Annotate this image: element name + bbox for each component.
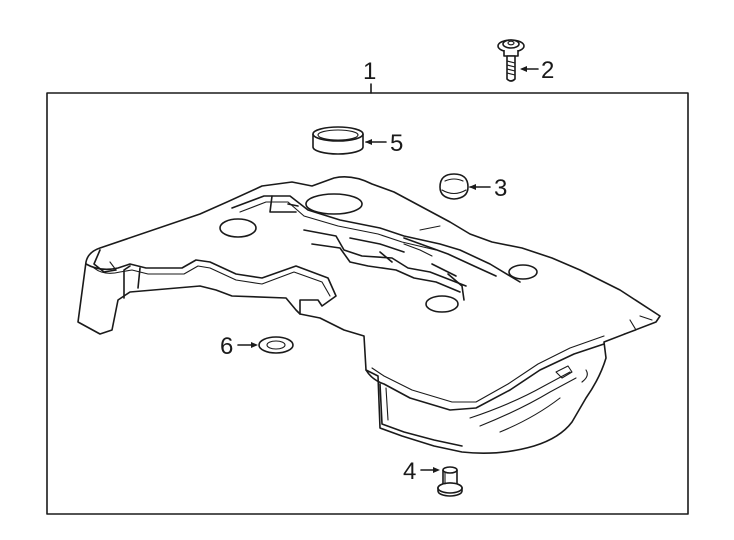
callout-4-arrowhead xyxy=(433,467,440,473)
callout-6-label: 6 xyxy=(220,333,233,360)
grommet-icon[interactable] xyxy=(439,173,469,200)
callout-2-arrowhead xyxy=(520,66,527,72)
callout-2-label: 2 xyxy=(541,57,554,84)
seal-ring-icon[interactable] xyxy=(312,126,364,155)
callout-3-arrowhead xyxy=(469,184,476,190)
callout-2[interactable]: 2 xyxy=(520,57,554,84)
callout-6-arrowhead xyxy=(251,342,258,348)
callout-3[interactable]: 3 xyxy=(469,175,507,202)
callout-1[interactable]: 1 xyxy=(363,58,376,94)
callout-3-label: 3 xyxy=(494,175,507,202)
callout-5-arrowhead xyxy=(365,139,372,145)
callout-5-label: 5 xyxy=(390,130,403,157)
assembly-frame xyxy=(46,92,689,515)
bolt-icon[interactable] xyxy=(497,39,525,82)
callout-6[interactable]: 6 xyxy=(220,333,258,360)
stud-icon[interactable] xyxy=(437,466,463,497)
washer-icon[interactable] xyxy=(258,336,294,354)
callout-1-label: 1 xyxy=(363,58,376,85)
engine-cover-icon[interactable] xyxy=(77,176,661,454)
callout-4[interactable]: 4 xyxy=(403,458,440,485)
callout-4-label: 4 xyxy=(403,458,416,485)
callout-5[interactable]: 5 xyxy=(365,130,403,157)
